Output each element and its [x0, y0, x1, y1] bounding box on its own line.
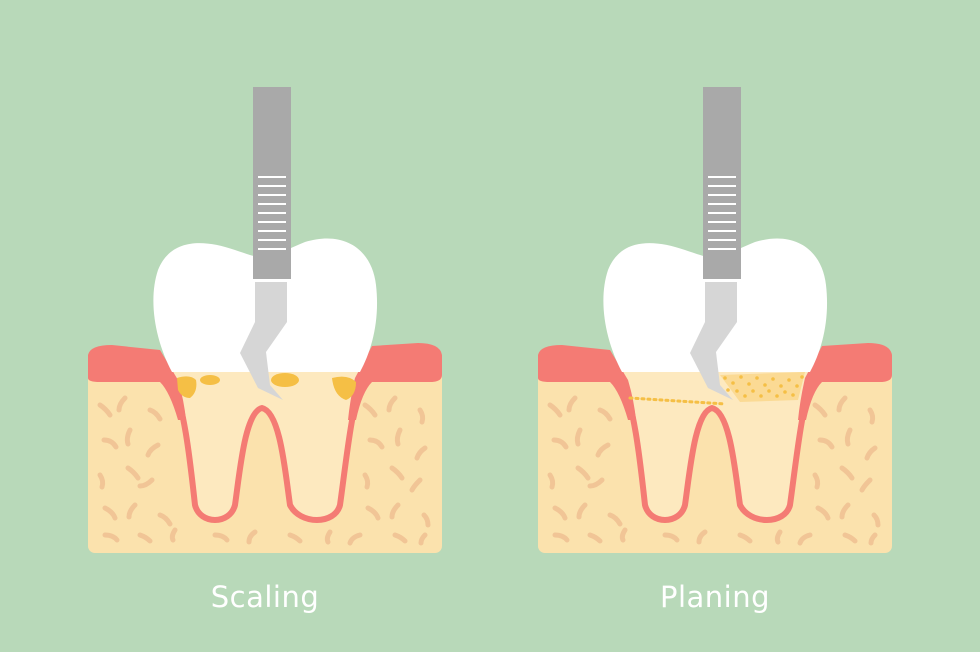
planing-label: Planing: [659, 580, 771, 614]
scaling-label: Scaling: [210, 580, 320, 614]
calculus-deposits: [177, 373, 356, 400]
root-surface-particles: [720, 372, 805, 402]
planing-panel: [538, 87, 892, 553]
scaling-panel: [88, 87, 442, 553]
planing-path: [628, 396, 727, 406]
